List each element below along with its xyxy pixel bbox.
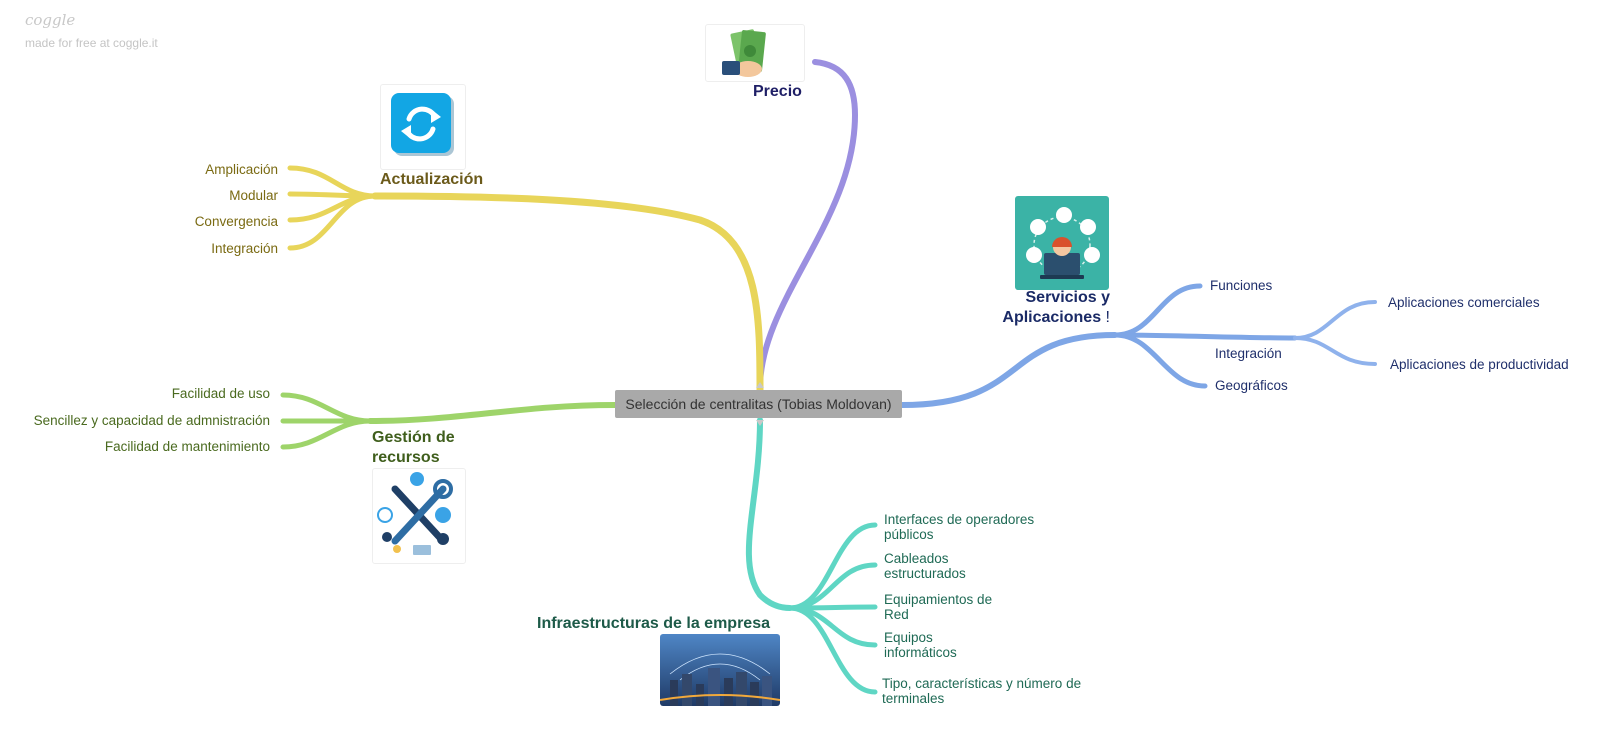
leaf-equipos-informaticos-line2: informáticos [884, 645, 957, 660]
leaf-interfaces-operadores[interactable]: Interfaces de operadores públicos [884, 512, 1034, 542]
leaf-modular[interactable]: Modular [229, 188, 278, 203]
leaf-cableados-line1: Cableados [884, 551, 949, 566]
coggle-logo: coggle [25, 11, 76, 29]
money-hand-icon [705, 24, 805, 82]
leaf-equipos-informaticos-line1: Equipos [884, 630, 933, 645]
helpdesk-icon [1015, 196, 1109, 290]
leaf-equipamientos-red-line1: Equipamientos de [884, 592, 993, 607]
leaf-convergencia[interactable]: Convergencia [194, 214, 278, 229]
branch-line-gestion [367, 402, 618, 424]
city-network-icon [660, 634, 780, 706]
branch-title-gestion[interactable]: Gestión de recursos [372, 428, 455, 468]
branch-title-servicios-line1: Servicios y [1025, 289, 1111, 306]
coggle-credit: made for free at coggle.it [25, 36, 158, 50]
branch-title-servicios-line2-wrap: Aplicaciones ! [980, 308, 1110, 328]
leaf-facilidad-mantenimiento[interactable]: Facilidad de mantenimiento [104, 439, 270, 454]
leaf-interfaces-operadores-line2: públicos [884, 527, 934, 542]
leaf-sencillez[interactable]: Sencillez y capacidad de admnistración [33, 413, 270, 428]
leaf-facilidad-uso[interactable]: Facilidad de uso [171, 386, 270, 401]
central-topic[interactable]: Selección de centralitas (Tobias Moldova… [615, 390, 902, 418]
leaf-terminales-line2: terminales [882, 691, 945, 706]
connector-infra-5 [787, 605, 878, 695]
leaf-integracion-servicios[interactable]: Integración [1215, 346, 1282, 361]
leaf-equipamientos-red[interactable]: Equipamientos de Red [884, 592, 992, 622]
branch-line-servicios [899, 332, 1118, 408]
leaf-aplicaciones-productividad[interactable]: Aplicaciones de productividad [1390, 357, 1569, 372]
connector-servicios-1 [1112, 283, 1203, 338]
connector-servicios-sub-2 [1293, 336, 1377, 366]
branch-title-servicios-suffix: ! [1105, 309, 1110, 326]
connector-gestion-1 [280, 392, 373, 424]
branch-title-servicios[interactable]: Servicios y Aplicaciones ! [980, 288, 1110, 328]
leaf-terminales[interactable]: Tipo, características y número de termin… [882, 676, 1081, 706]
leaf-amplicacion[interactable]: Amplicación [205, 162, 278, 177]
refresh-icon [380, 84, 466, 170]
branch-title-gestion-line1: Gestión de [372, 429, 455, 446]
leaf-integracion-actualizacion[interactable]: Integración [211, 241, 278, 256]
leaf-funciones[interactable]: Funciones [1210, 278, 1273, 293]
branch-title-actualizacion[interactable]: Actualización [380, 171, 484, 188]
branch-title-servicios-line2: Aplicaciones [1002, 309, 1102, 326]
leaf-cableados[interactable]: Cableados estructurados [884, 551, 966, 581]
leaf-interfaces-operadores-line1: Interfaces de operadores [884, 512, 1035, 527]
leaf-cableados-line2: estructurados [884, 566, 966, 581]
connector-actualizacion-4 [287, 193, 378, 251]
connector-servicios-3 [1112, 332, 1208, 389]
branch-title-precio[interactable]: Precio [753, 83, 802, 100]
connector-gestion-3 [280, 418, 373, 450]
branch-line-actualizacion [371, 192, 764, 394]
leaf-equipos-informaticos[interactable]: Equipos informáticos [884, 630, 957, 660]
connector-servicios-sub-1 [1293, 300, 1377, 340]
connector-servicios-2 [1112, 332, 1298, 341]
branch-line-precio [757, 59, 859, 391]
branch-title-infra[interactable]: Infraestructuras de la empresa [537, 615, 770, 632]
leaf-equipamientos-red-line2: Red [884, 607, 909, 622]
junction-arrow-top [756, 382, 764, 388]
leaf-aplicaciones-comerciales[interactable]: Aplicaciones comerciales [1388, 295, 1540, 310]
tools-icon [372, 468, 466, 564]
junction-arrow-bottom [756, 420, 764, 426]
branch-line-infra [745, 417, 793, 611]
leaf-terminales-line1: Tipo, características y número de [882, 676, 1082, 691]
branch-title-gestion-line2: recursos [372, 449, 440, 466]
leaf-geograficos[interactable]: Geográficos [1215, 378, 1288, 393]
